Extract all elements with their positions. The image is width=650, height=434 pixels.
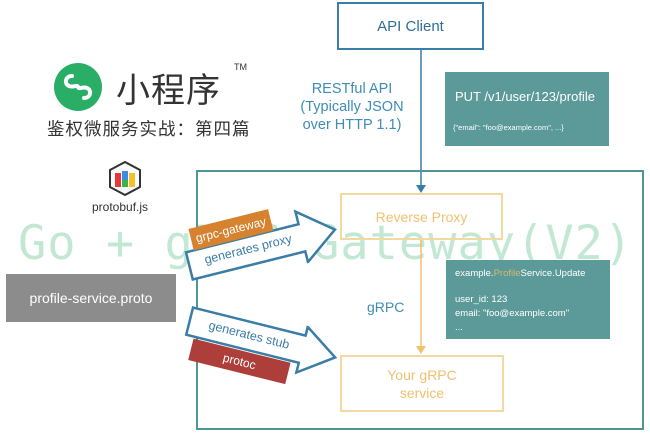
reverse-proxy-box: Reverse Proxy (340, 193, 503, 240)
generates-proxy-arrow: grpc-gateway generates proxy (175, 178, 344, 291)
method-highlight: Profile (493, 268, 521, 279)
proxy-arrow-shape (184, 209, 337, 281)
api-client-box: API Client (337, 2, 484, 50)
client-to-proxy-arrowhead (416, 185, 426, 193)
service-user-id: user_id: 123 (455, 294, 508, 305)
method-suffix: Service.Update (520, 268, 586, 279)
service-ellipsis: ... (455, 322, 463, 333)
api-client-label: API Client (377, 17, 444, 35)
generates-stub-arrow: generates stub protoc (175, 297, 344, 408)
grpc-service-line-2: service (399, 384, 445, 401)
restful-api-label: RESTful API (Typically JSON over HTTP 1.… (286, 80, 418, 134)
protobuf-js-label: protobuf.js (92, 200, 149, 214)
grpc-service-box: Your gRPC service (340, 355, 504, 412)
restful-line-2: (Typically JSON (300, 99, 404, 115)
article-subtitle: 鉴权微服务实战：第四篇 (47, 120, 251, 140)
service-method: example.ProfileService.Update (455, 268, 585, 279)
service-call-box: example.ProfileService.Update user_id: 1… (446, 260, 610, 339)
trademark-mark: TM (234, 62, 247, 72)
put-request-box: PUT /v1/user/123/profile {"email": "foo@… (445, 72, 609, 146)
service-email: email: "foo@example.com" (455, 308, 570, 319)
mini-program-logo-icon (54, 63, 102, 111)
proto-file-label: profile-service.proto (29, 290, 153, 306)
protobuf-cube-icon (109, 160, 141, 196)
method-prefix: example. (455, 268, 494, 279)
proto-file-box: profile-service.proto (6, 274, 176, 322)
stub-arrow-shape (184, 306, 338, 375)
reverse-proxy-label: Reverse Proxy (375, 208, 468, 225)
put-request-title: PUT /v1/user/123/profile (455, 89, 595, 104)
app-name: 小程序 (116, 71, 221, 111)
restful-line-3: over HTTP 1.1) (302, 117, 402, 133)
grpc-label: gRPC (367, 299, 405, 315)
proxy-to-service-arrowhead (416, 346, 426, 354)
system-container (196, 170, 644, 430)
restful-line-1: RESTful API (311, 81, 393, 97)
grpc-service-line-1: Your gRPC (387, 366, 457, 383)
put-request-body: {"email": "foo@example.com", ...} (453, 123, 564, 132)
